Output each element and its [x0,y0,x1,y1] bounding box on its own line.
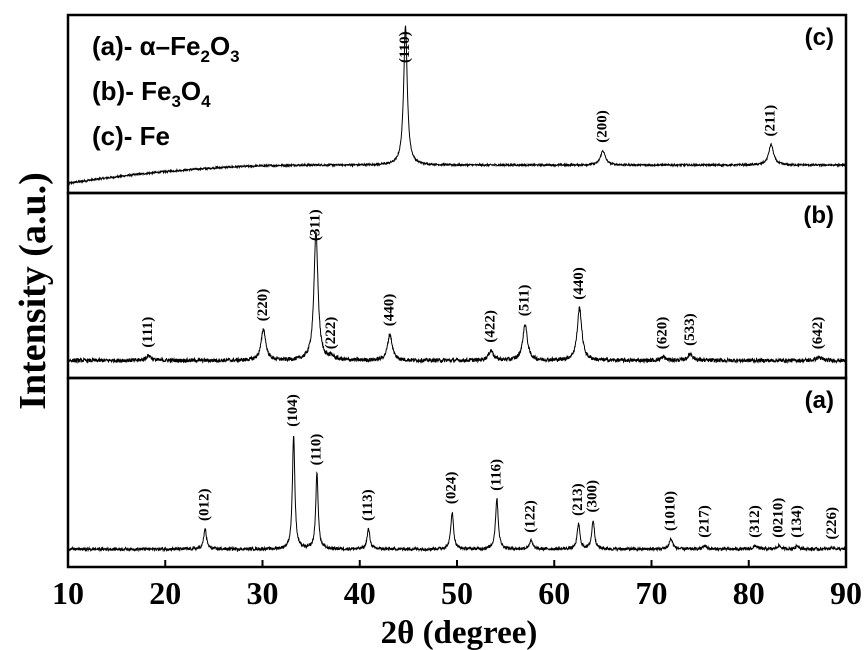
peak-label: (440) [381,294,397,327]
peak-label: (300) [585,480,601,513]
peak-label: (440) [571,267,587,300]
peak-label: (312) [747,505,763,538]
panel-tag: (c) [805,24,834,51]
peak-label: (220) [255,289,271,322]
peak-label: (012) [197,489,213,522]
peak-label: (422) [482,310,498,343]
peak-label: (116) [488,459,504,491]
xrd-pattern-line [67,231,847,365]
peak-label: (1010) [662,491,678,531]
x-tick-label: 60 [538,575,570,611]
xrd-pattern-line [67,435,847,553]
peak-label: (111) [140,317,156,348]
x-tick-label: 20 [149,575,181,611]
x-tick-label: 90 [830,575,862,611]
panel-tag: (a) [805,387,834,414]
peak-label: (200) [594,110,610,143]
peak-label: (311) [307,209,323,241]
peak-label: (104) [285,394,301,427]
peak-label: (222) [323,317,339,350]
legend-entry: (a)- α–Fe2O3 [92,31,240,66]
peak-label: (511) [517,285,533,317]
legend-entry: (c)- Fe [92,121,170,151]
peak-label: (226) [824,507,840,540]
peak-label: (217) [696,505,712,538]
peak-label: (110) [308,434,324,466]
panel-frame [66,191,848,380]
xrd-pattern-line [67,25,847,186]
peak-label: (024) [444,472,460,505]
peak-label: (620) [655,317,671,350]
legend-entry: (b)- Fe3O4 [92,76,211,111]
peak-label: (110) [397,31,413,63]
peak-label: (533) [682,313,698,346]
x-tick-label: 40 [344,575,376,611]
peak-label: (642) [810,317,826,350]
peak-label: (113) [360,489,376,521]
panel-tag: (b) [803,202,834,229]
peak-label: (122) [522,500,538,533]
peak-label: (213) [570,483,586,516]
y-axis-title: Intensity (a.u.) [12,172,54,410]
x-tick-label: 80 [733,575,765,611]
x-tick-label: 10 [52,575,84,611]
x-tick-label: 30 [247,575,279,611]
x-axis-title: 2θ (degree) [381,615,538,650]
peak-label: (134) [789,505,805,538]
x-tick-label: 70 [636,575,668,611]
peak-label: (0210) [770,498,786,538]
x-tick-label: 50 [441,575,473,611]
peak-label: (211) [763,105,779,137]
